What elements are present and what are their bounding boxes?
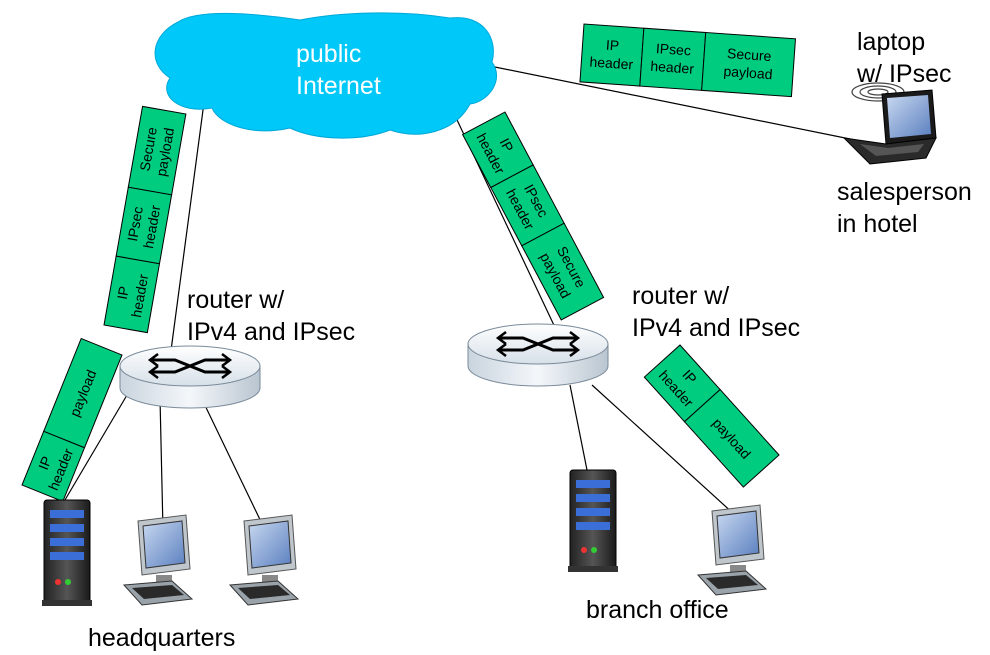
server-icon [42, 499, 92, 606]
packet-cell: payload [43, 337, 123, 449]
cell-label-1: IP [114, 285, 132, 301]
desktop-hq-1 [122, 514, 194, 606]
router-branch [467, 323, 609, 387]
laptop-label-line1: laptop [857, 28, 925, 56]
cell-label-1: IP [497, 135, 517, 154]
packet-cell: IPsec header [490, 164, 565, 247]
laptop-label-line2: w/ IPsec [856, 60, 951, 88]
packet-cell: IP header [103, 255, 161, 334]
salesperson-label-line2: in hotel [837, 210, 918, 238]
branch-office-label: branch office [586, 596, 729, 624]
router-branch-label-line1: router w/ [632, 282, 729, 310]
router-icon [467, 323, 609, 387]
link-branch-pc [591, 384, 736, 516]
packet-branch-tunnel: IP header IPsec header Secure payload [461, 111, 605, 321]
cell-label-2: header [589, 54, 634, 73]
cell-label-1: Secure [137, 126, 160, 173]
server-icon [568, 469, 618, 572]
packet-hq-tunnel: IP header IPsec header Secure payload [103, 105, 187, 334]
cell-label-2: header [140, 204, 163, 250]
link-cloud-hq-router [169, 94, 206, 359]
cloud-icon [154, 12, 498, 139]
cell-label-2: header [650, 58, 695, 77]
cloud-label-line2: Internet [296, 72, 381, 100]
server-hq [42, 499, 92, 606]
packet-branch-lan: IP header payload [643, 344, 780, 488]
router-hq-label-line2: IPv4 and IPsec [187, 318, 355, 346]
cell-label-1: IPsec [655, 40, 691, 58]
salesperson-label-line1: salesperson [837, 178, 972, 206]
desktop-icon [122, 514, 194, 606]
packet-cell: IP header [21, 430, 86, 503]
desktop-branch [696, 504, 768, 596]
server-branch [568, 469, 618, 572]
packet-cell: IPsec header [115, 186, 173, 265]
link-cloud-laptop [484, 64, 856, 141]
desktop-icon [696, 504, 768, 596]
router-branch-label-line2: IPv4 and IPsec [632, 314, 800, 342]
cell-label-1: IPsec [124, 205, 146, 242]
laptop-icon [842, 89, 937, 165]
router-hq [119, 345, 261, 409]
cell-label-1: IP [35, 454, 55, 472]
router-icon [119, 345, 261, 409]
router-hq-label-line1: router w/ [187, 286, 284, 314]
desktop-icon [228, 514, 300, 606]
link-hq-server [61, 389, 131, 506]
link-branch-server [569, 384, 589, 476]
packet-cell: Secure payload [701, 31, 797, 98]
packet-cell: IPsec header [639, 27, 707, 91]
headquarters-label: headquarters [88, 624, 235, 652]
internet-cloud: public Internet [154, 12, 498, 139]
cell-label-1: Secure [727, 45, 773, 64]
packet-cell: IP header [579, 23, 645, 87]
desktop-hq-2 [228, 514, 300, 606]
packet-hq-lan: IP header payload [21, 337, 123, 503]
packet-cell: Secure payload [127, 105, 187, 196]
laptop [842, 82, 937, 165]
cell-label-2: payload [723, 63, 773, 82]
packet-cell: payload [683, 388, 780, 488]
packet-laptop-tunnel: IP header IPsec header Secure payload [579, 23, 797, 98]
cell-label-1: IP [605, 37, 619, 54]
packet-cell: IP header [643, 344, 721, 423]
cloud-label-line1: public [296, 40, 361, 68]
link-hq-pc1 [159, 397, 164, 531]
link-hq-pc2 [199, 394, 266, 531]
cell-label-2: header [128, 273, 151, 319]
